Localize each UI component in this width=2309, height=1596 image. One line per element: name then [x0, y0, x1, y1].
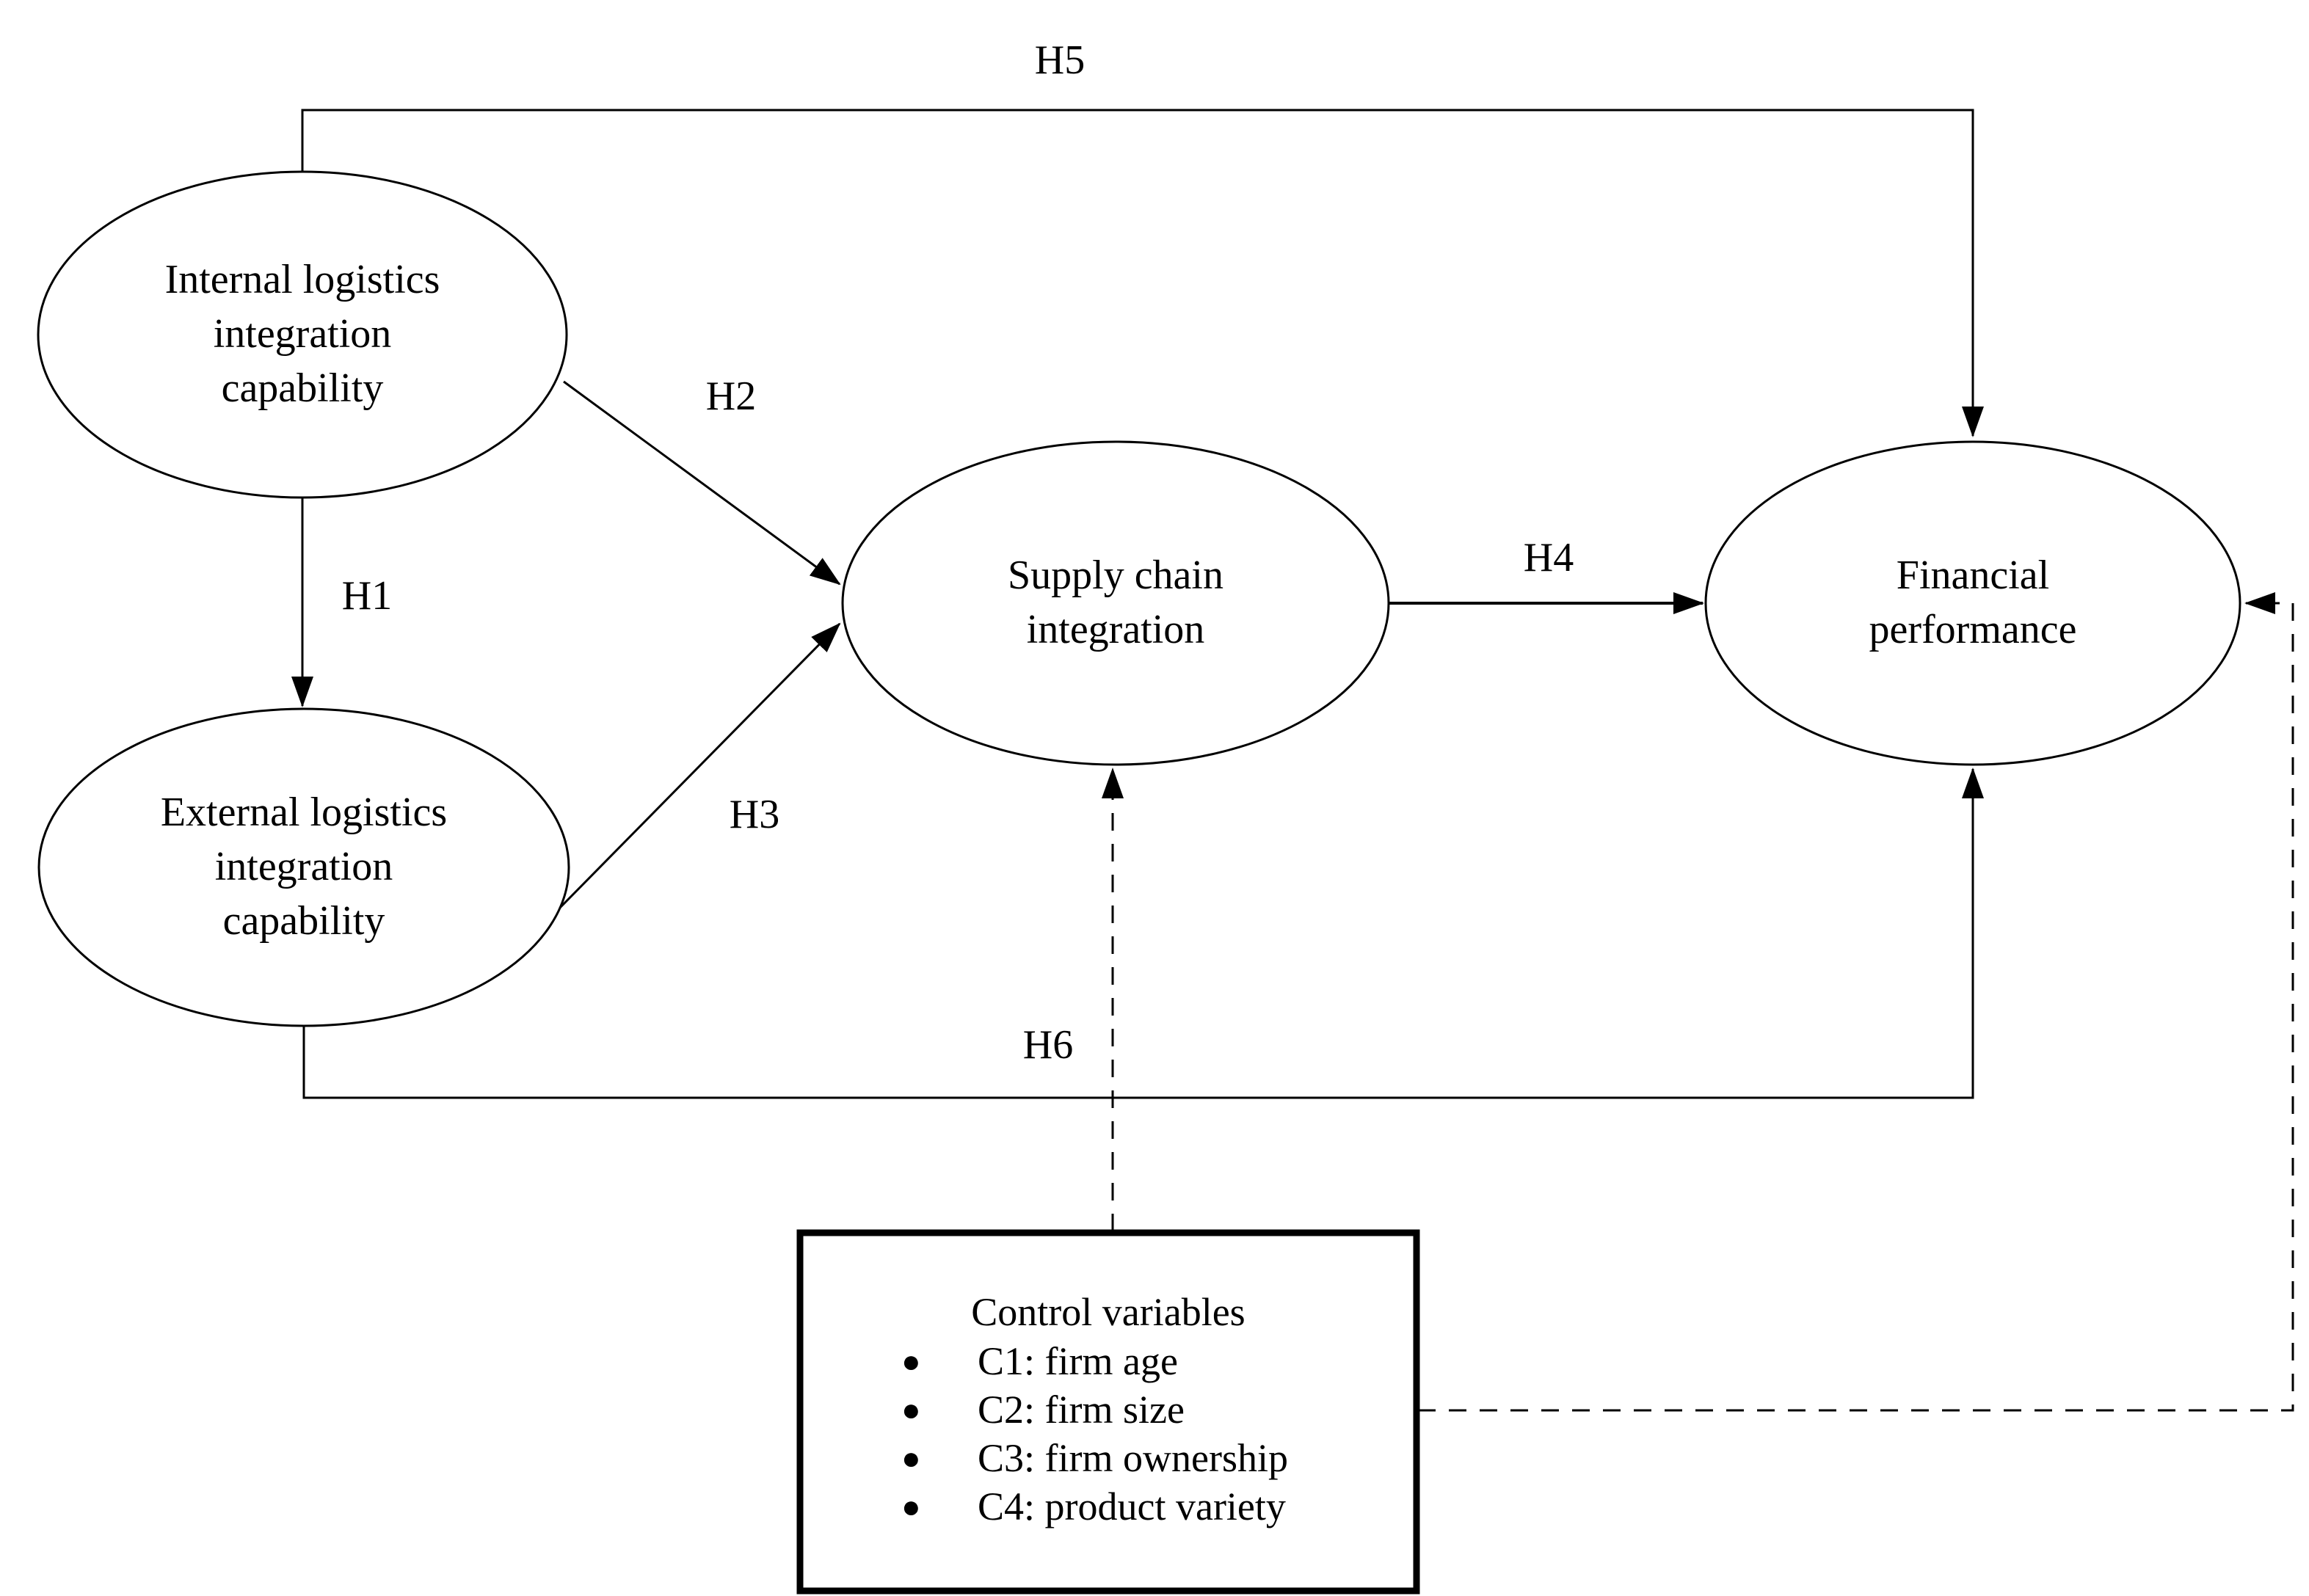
financial-label-line2: performance — [1869, 607, 2077, 652]
financial-label-line1: Financial — [1896, 553, 2050, 599]
control-variable-item-c2-text: C2: firm size — [978, 1388, 1185, 1432]
control-to-financial-dashed-connector — [1418, 592, 2294, 1412]
internal-logistics-label: Internal logistics integration capabilit… — [38, 172, 567, 498]
bullet-icon: ● — [901, 1440, 921, 1476]
external-logistics-ellipse — [37, 707, 570, 1027]
bullet-icon: ● — [901, 1488, 921, 1525]
bullet-icon: ● — [901, 1343, 921, 1380]
control-variables-title: Control variables — [971, 1290, 1246, 1334]
h4-label: H4 — [1523, 535, 1574, 580]
external-logistics-label: External logistics integration capabilit… — [39, 709, 569, 1026]
control-variable-item-c3: ● C3: firm ownership — [901, 1435, 1386, 1482]
h1-label: H1 — [341, 573, 393, 619]
supply-chain-label-line1: Supply chain — [1008, 553, 1223, 599]
h2-connector — [563, 380, 841, 586]
control-variable-item-c4: ● C4: product variety — [901, 1484, 1386, 1531]
control-variable-item-c2: ● C2: firm size — [901, 1387, 1386, 1434]
supply-chain-integration-label: Supply chain integration — [843, 442, 1389, 765]
internal-logistics-label-line3: capability — [221, 365, 384, 411]
h6-label: H6 — [1022, 1022, 1074, 1068]
external-logistics-label-line2: integration — [214, 844, 393, 890]
internal-logistics-label-line2: integration — [213, 311, 392, 357]
h5-connector — [301, 109, 1984, 437]
h3-connector — [556, 622, 841, 911]
control-variable-item-c1: ● C1: firm age — [901, 1338, 1386, 1385]
external-logistics-label-line1: External logistics — [160, 790, 448, 836]
control-variable-item-c1-text: C1: firm age — [978, 1339, 1178, 1384]
h5-label: H5 — [1034, 37, 1086, 83]
control-variable-item-c3-text: C3: firm ownership — [978, 1436, 1288, 1481]
h3-label: H3 — [729, 792, 780, 837]
h2-label: H2 — [705, 374, 757, 419]
control-variables-box — [796, 1229, 1420, 1595]
bullet-icon: ● — [901, 1391, 921, 1428]
control-variable-item-c4-text: C4: product variety — [978, 1484, 1286, 1529]
supply-chain-integration-ellipse — [841, 440, 1390, 766]
internal-logistics-label-line1: Internal logistics — [164, 257, 440, 303]
external-logistics-label-line3: capability — [222, 897, 385, 944]
h6-connector — [302, 768, 1984, 1099]
supply-chain-label-line2: integration — [1026, 607, 1205, 652]
financial-performance-label: Financial performance — [1706, 442, 2240, 765]
financial-performance-ellipse — [1704, 440, 2241, 766]
internal-logistics-ellipse — [37, 170, 568, 499]
